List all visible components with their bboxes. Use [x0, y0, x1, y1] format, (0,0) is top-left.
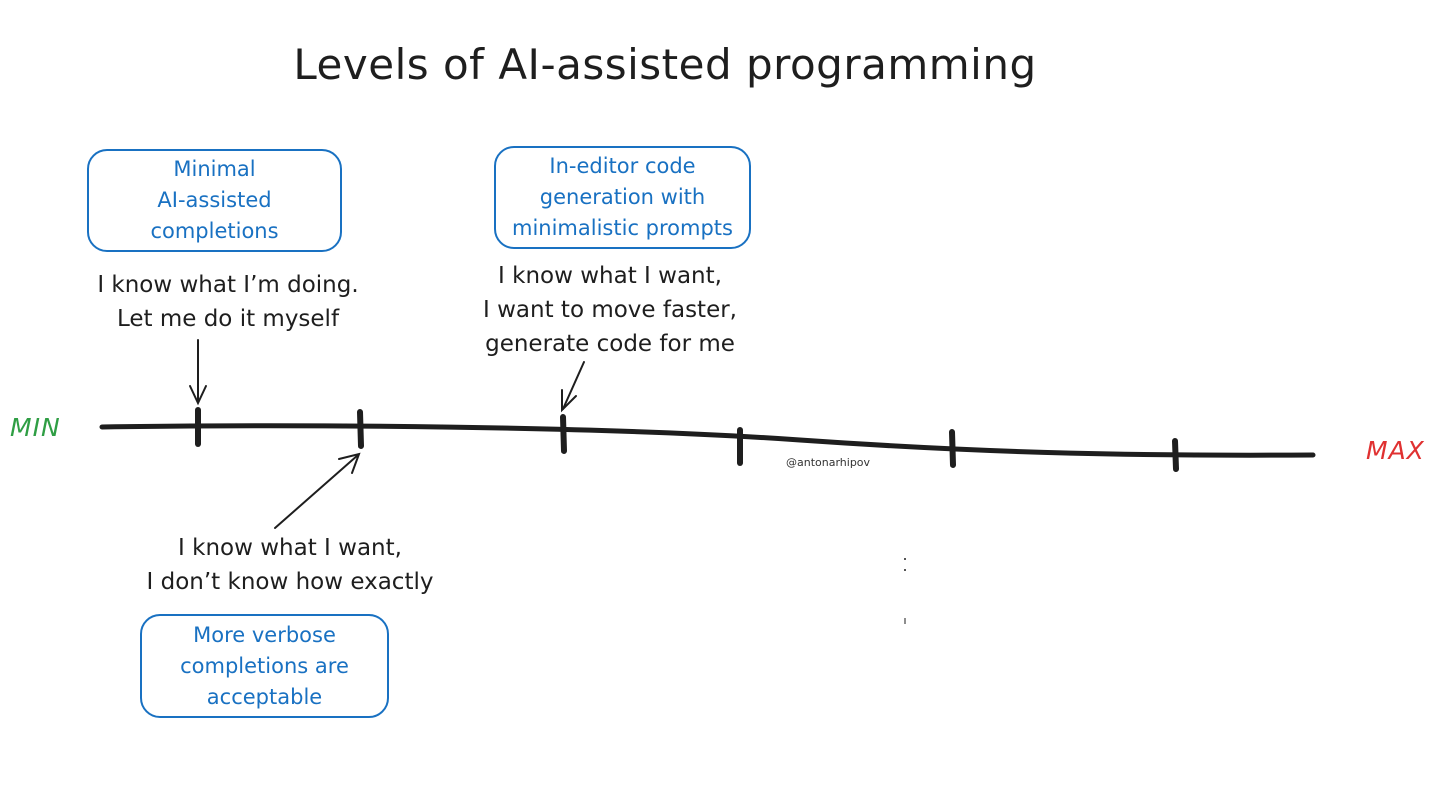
scale-axis-line	[99, 423, 1316, 458]
level-2-note: I know what I want, I don’t know how exa…	[110, 531, 470, 599]
level-1-note-line: I know what I’m doing.	[97, 272, 359, 298]
level-1-box-line: AI-assisted	[157, 188, 272, 212]
level-1-box-line: Minimal	[173, 157, 256, 181]
level-2-box-line: More verbose	[193, 622, 336, 647]
scale-max-label: MAX	[1366, 436, 1425, 465]
scale-tick-5	[949, 429, 956, 468]
level-3-note: I know what I want, I want to move faste…	[440, 259, 780, 361]
level-2-box: More verbose completions are acceptable	[140, 614, 389, 718]
level-3-box-line: In-editor code	[549, 154, 696, 178]
level-3-box-line: minimalistic prompts	[512, 216, 733, 240]
scale-tick-3	[560, 414, 567, 454]
arrow-level-1	[189, 339, 207, 406]
scale-tick-6	[1172, 438, 1179, 472]
level-2-note-line: I don’t know how exactly	[146, 569, 434, 595]
level-2-box-line: acceptable	[206, 684, 323, 709]
level-3-box-line: generation with	[539, 185, 706, 209]
scale-min-label: MIN	[10, 413, 61, 442]
author-watermark: @antonarhipov	[786, 456, 871, 469]
level-2-box-line: completions are	[180, 653, 349, 678]
level-1-note: I know what I’m doing. Let me do it myse…	[60, 268, 396, 336]
arrow-level-2	[274, 452, 361, 529]
level-3-note-line: I know what I want,	[498, 263, 722, 289]
diagram-title: Levels of AI-assisted programming	[293, 40, 1037, 89]
level-3-note-line: I want to move faster,	[483, 297, 737, 323]
level-3-box: In-editor code generation with minimalis…	[494, 146, 751, 249]
stray-mark	[904, 558, 906, 560]
level-1-note-line: Let me do it myself	[116, 306, 340, 332]
level-2-note-line: I know what I want,	[178, 535, 402, 561]
level-1-box: Minimal AI-assisted completions	[87, 149, 342, 252]
level-3-note-line: generate code for me	[485, 331, 735, 357]
stray-mark	[904, 569, 906, 571]
scale-tick-2	[357, 409, 364, 449]
arrow-level-3	[561, 361, 585, 413]
level-1-box-line: completions	[150, 219, 279, 243]
